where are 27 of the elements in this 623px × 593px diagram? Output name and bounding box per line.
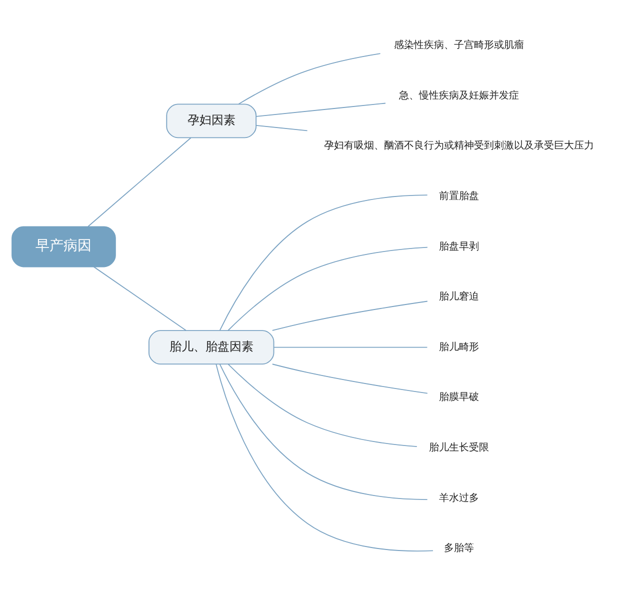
connector	[216, 363, 434, 552]
node-text: 急、慢性疾病及妊娠并发症	[399, 88, 520, 101]
connector	[228, 246, 428, 330]
connector	[256, 124, 308, 131]
node-text: 胎膜早破	[439, 390, 480, 403]
connector	[272, 363, 428, 394]
node-text: 羊水过多	[439, 491, 480, 504]
connector	[272, 300, 428, 330]
node-box: 胎儿、胎盘因素	[148, 330, 274, 364]
node-text: 感染性疾病、子宫畸形或肌瘤	[394, 38, 524, 51]
connector	[219, 363, 428, 500]
connector	[256, 102, 386, 116]
connector	[228, 363, 418, 447]
connector	[274, 346, 428, 348]
node-box: 孕妇因素	[166, 103, 257, 138]
connector	[88, 136, 192, 226]
node-box: 早产病因	[12, 226, 116, 267]
node-text: 孕妇有吸烟、酗酒不良行为或精神受到刺激以及承受巨大压力	[324, 139, 594, 152]
node-text: 前置胎盘	[439, 190, 480, 202]
node-text: 胎盘早剥	[439, 240, 480, 252]
connector	[93, 266, 186, 330]
node-text: 胎儿畸形	[439, 340, 480, 352]
node-text: 胎儿生长受限	[429, 441, 490, 454]
connector	[219, 194, 428, 330]
node-text: 多胎等	[444, 542, 474, 554]
connector	[238, 52, 381, 104]
node-text: 胎儿窘迫	[439, 290, 480, 302]
